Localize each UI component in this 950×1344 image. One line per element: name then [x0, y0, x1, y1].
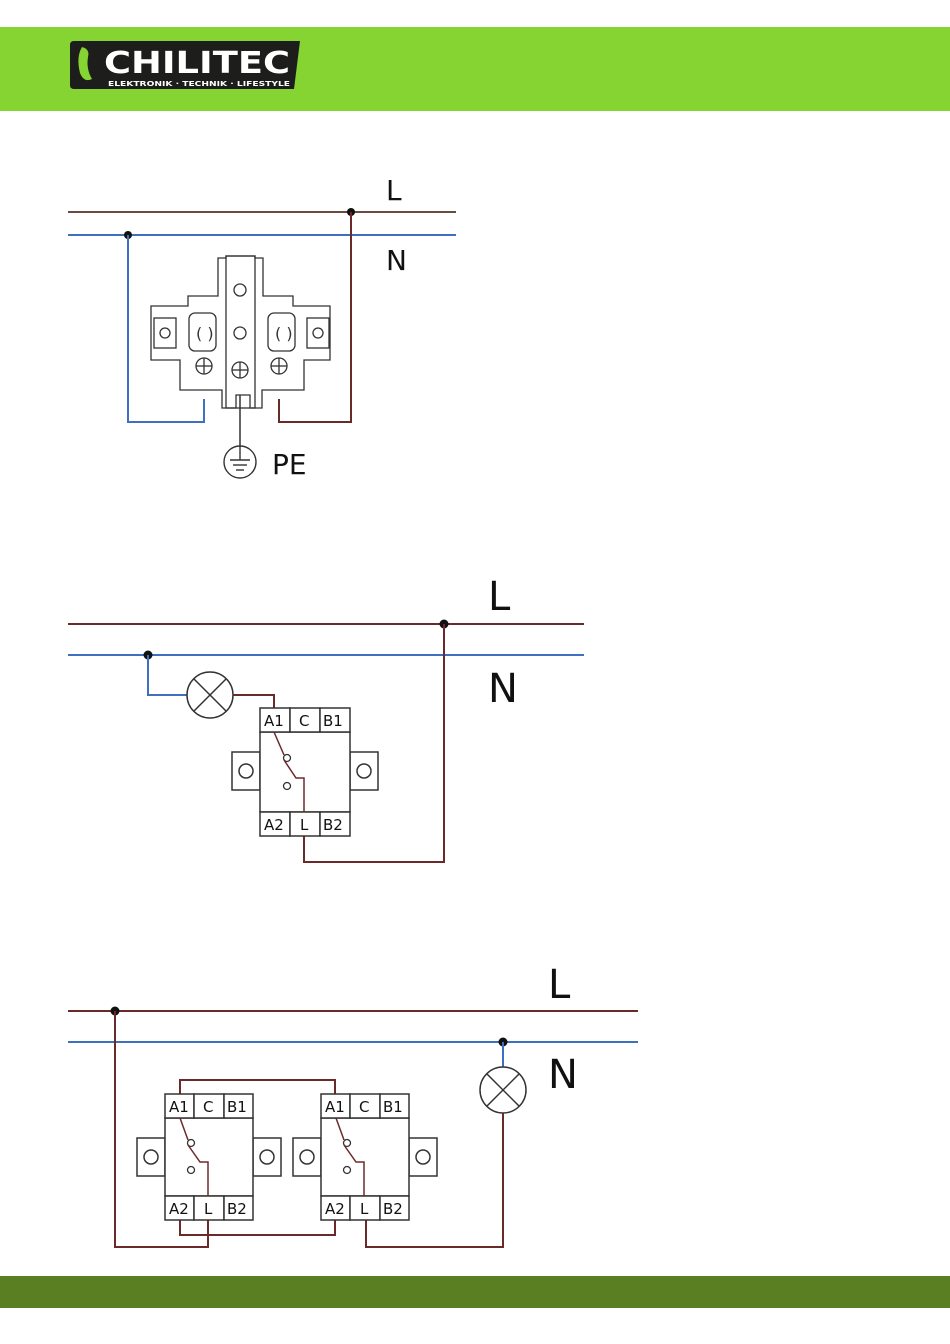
sw1-terminal-L: L	[204, 1200, 213, 1218]
svg-text:( ): ( )	[275, 324, 293, 343]
sw2-terminal-L: L	[360, 1200, 369, 1218]
sw1-terminal-B2: B2	[227, 1200, 247, 1218]
sw1-terminal-B1: B1	[227, 1098, 247, 1116]
label-N-3: N	[548, 1052, 578, 1098]
lamp-icon-2	[480, 1067, 526, 1113]
label-PE: PE	[272, 448, 307, 481]
label-L-2: L	[488, 574, 511, 620]
label-N-2: N	[488, 666, 518, 712]
terminal-C: C	[299, 712, 309, 730]
svg-text:( ): ( )	[196, 324, 214, 343]
label-N-1: N	[386, 244, 407, 277]
sw2-terminal-A2: A2	[325, 1200, 345, 1218]
sw2-terminal-C: C	[359, 1098, 369, 1116]
terminal-A2: A2	[264, 816, 284, 834]
lamp-icon	[187, 672, 233, 718]
socket-outlet: ( ) ( )	[151, 256, 330, 408]
sw1-terminal-A1: A1	[169, 1098, 189, 1116]
switch-1: A1 C B1 A2 L B2	[137, 1094, 281, 1220]
label-L-1: L	[386, 174, 402, 207]
single-switch-diagram: L N A1 C B1 A2 L B2	[68, 574, 584, 862]
ground-icon	[224, 446, 256, 478]
sw2-terminal-A1: A1	[325, 1098, 345, 1116]
socket-diagram: L N ( ) ( )	[68, 174, 456, 481]
switch-2: A1 C B1 A2 L B2	[293, 1094, 437, 1220]
neutral-wire-2	[148, 655, 187, 695]
lamp-to-A1-wire	[233, 695, 274, 708]
sw1-terminal-C: C	[203, 1098, 213, 1116]
traveler-A1-wire	[180, 1080, 335, 1094]
terminal-B1: B1	[323, 712, 343, 730]
terminal-L: L	[300, 816, 309, 834]
label-L-3: L	[548, 962, 571, 1008]
switch-single: A1 C B1 A2 L B2	[232, 708, 378, 836]
footer-bar	[0, 1276, 950, 1308]
terminal-A1: A1	[264, 712, 284, 730]
sw1-terminal-A2: A2	[169, 1200, 189, 1218]
terminal-B2: B2	[323, 816, 343, 834]
sw2-terminal-B2: B2	[383, 1200, 403, 1218]
traveler-A2-wire	[180, 1220, 335, 1235]
two-way-switch-diagram: L N A1 C B1 A2 L	[68, 962, 638, 1247]
sw2-terminal-B1: B1	[383, 1098, 403, 1116]
